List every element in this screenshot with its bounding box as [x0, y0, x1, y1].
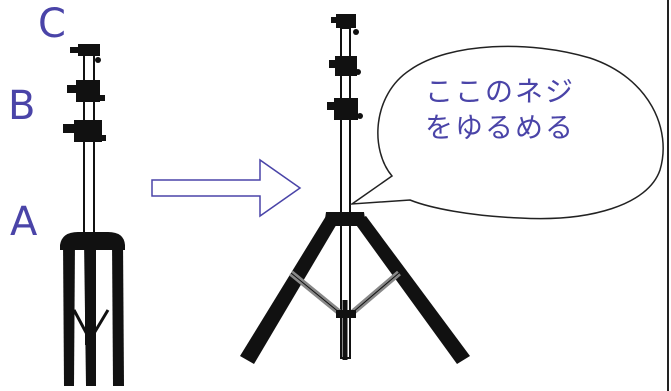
opened-brace-collar — [336, 310, 356, 318]
callout-bubble — [349, 45, 664, 220]
folded-leg-bracket — [60, 232, 125, 250]
opened-leg-right — [354, 216, 470, 364]
label-b: B — [8, 83, 36, 129]
folded-light-stand — [60, 44, 125, 386]
folded-braces — [72, 309, 110, 344]
folded-leg-left — [63, 240, 75, 386]
callout-line-1: ここのネジ — [425, 75, 576, 108]
opened-knob-lower — [327, 98, 363, 120]
opened-leg-left — [240, 216, 338, 364]
opened-knob-top — [331, 14, 359, 35]
folded-knob-a — [63, 120, 106, 142]
opened-light-stand — [240, 14, 470, 364]
callout-line-2: をゆるめる — [425, 111, 576, 144]
folded-knob-b — [67, 80, 105, 102]
folded-knob-c — [70, 44, 101, 63]
label-a: A — [10, 199, 38, 245]
callout-text: ここのネジ をゆるめる — [425, 74, 615, 146]
folded-stand-pole — [83, 47, 95, 239]
label-c: C — [38, 1, 66, 47]
right-arrow-icon — [151, 158, 302, 218]
folded-leg-right — [112, 240, 124, 386]
opened-knob-middle — [329, 56, 361, 76]
